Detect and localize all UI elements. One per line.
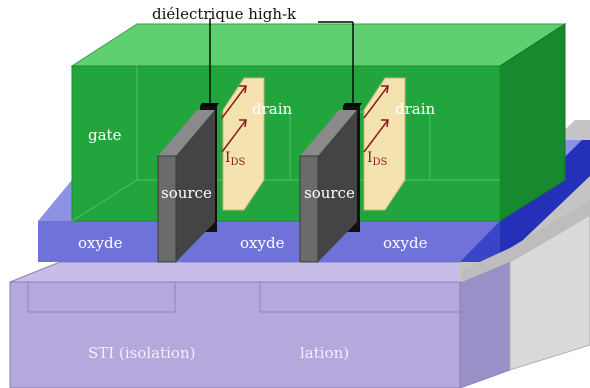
drain-fin-1 [222,77,265,211]
oxide-label-3: oxyde [383,234,428,252]
dielectric-1-top [200,103,219,106]
dielectric-callout-label: diélectrique high-k [152,5,297,23]
oxide-front-face [38,221,500,262]
oxide-grey-strip [462,200,590,282]
ids-label-1-sub: DS [231,157,246,168]
sti-top-face [9,261,511,283]
sti-label-left: STI (isolation) [88,344,195,362]
drain-fin-2 [363,77,406,211]
drain-label-2: drain [395,100,436,118]
sti-label-right: lation) [300,344,349,362]
sti-inner-lines [27,282,470,313]
sti-side-face [459,261,511,388]
gate-front-face [71,65,501,222]
source-label-1: source [161,184,212,202]
source-fin-2-side [318,110,357,262]
ids-label-2-sub: DS [373,157,388,168]
oxide-side-face [500,140,590,262]
drain-label-1: drain [252,100,293,118]
source-fin-2-front [299,155,319,263]
gate-top-face [70,23,567,67]
source-fin-1-top [158,110,215,156]
ids-label-1: IDS [225,150,246,168]
sti-front-face [9,281,461,388]
oxide-label-2: oxyde [240,234,285,252]
oxide-side-band [460,221,500,262]
dielectric-2-top [343,103,362,106]
oxide-label-1: oxyde [78,234,123,252]
source-label-2: source [304,184,355,202]
source-fin-1-side [176,110,215,262]
ids-label-2-main: I [367,150,373,166]
source-fin-1-front [157,155,177,263]
gate-label: gate [88,126,122,144]
callout-leader [209,18,354,104]
ids-label-2: IDS [367,150,388,168]
ids-arrow-2 [363,85,389,153]
ids-arrow-1 [221,85,247,153]
ids-label-1-main: I [225,150,231,166]
gate-hidden-edges [71,24,500,222]
source-fin-2-top [300,110,357,156]
